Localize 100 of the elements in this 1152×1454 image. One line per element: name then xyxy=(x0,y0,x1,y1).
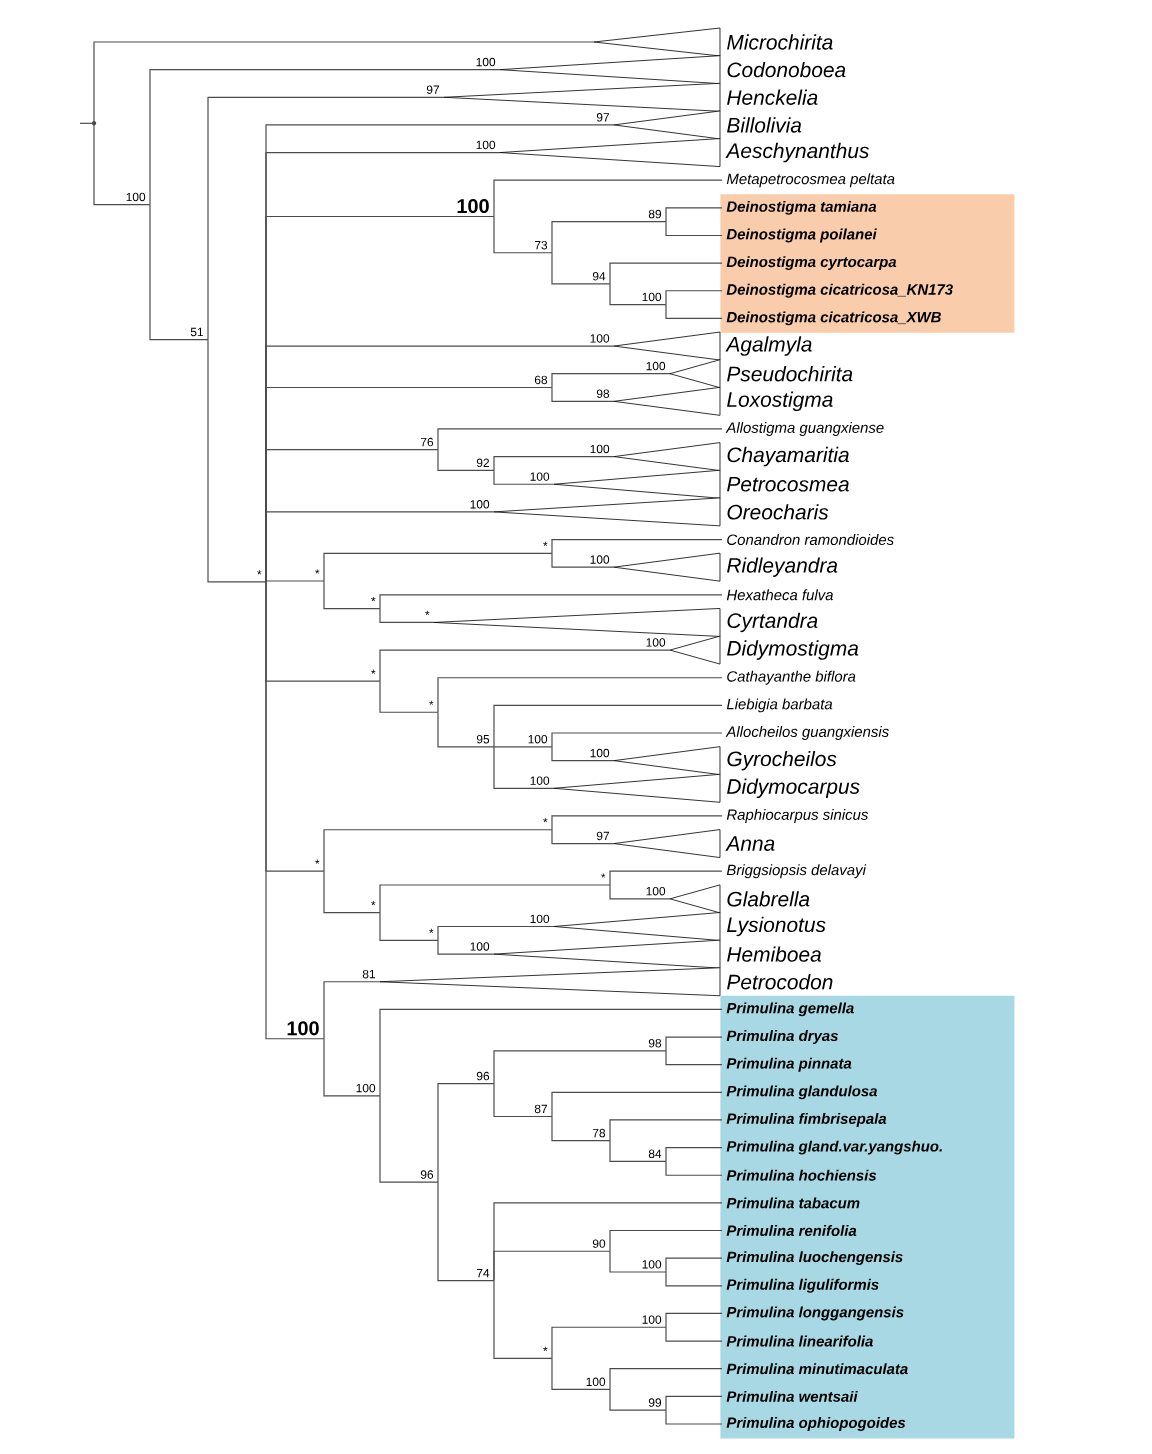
collapsed-clade: Petrocosmea xyxy=(553,469,849,499)
branch xyxy=(379,680,439,713)
highlight-band xyxy=(720,194,1015,333)
branch xyxy=(79,122,95,124)
branch xyxy=(665,304,723,319)
branch xyxy=(551,1091,723,1118)
branch xyxy=(437,1083,495,1183)
branch xyxy=(493,704,723,748)
branch xyxy=(665,1312,723,1328)
branch xyxy=(665,221,723,237)
branch xyxy=(665,1050,723,1066)
branch xyxy=(493,456,615,472)
branch xyxy=(265,511,495,583)
branch xyxy=(493,1083,553,1118)
collapsed-clade: Pseudochirita xyxy=(669,359,853,389)
collapsed-clade: Hemiboea xyxy=(493,939,821,969)
branch xyxy=(379,912,439,941)
branch xyxy=(551,1115,611,1142)
root-point xyxy=(91,121,97,126)
branch xyxy=(265,580,325,583)
branch xyxy=(665,1326,723,1342)
branch xyxy=(665,1257,723,1273)
branch xyxy=(493,1250,611,1282)
branch xyxy=(323,870,381,914)
collapsed-clade: Agalmyla xyxy=(613,331,812,361)
branch xyxy=(609,1388,667,1411)
branch xyxy=(437,677,723,713)
branch xyxy=(379,1095,439,1183)
collapsed-clade: Henckelia xyxy=(443,82,818,112)
branch xyxy=(609,283,667,306)
branch xyxy=(609,262,723,285)
branch xyxy=(437,449,495,472)
branch xyxy=(437,925,555,941)
branch xyxy=(665,1271,723,1287)
branch xyxy=(379,608,435,624)
branch xyxy=(493,215,553,254)
branch xyxy=(265,581,325,1040)
branch xyxy=(493,1050,667,1085)
collapsed-clade: Loxostigma xyxy=(613,386,833,416)
collapsed-clade: Glabrella xyxy=(669,884,810,914)
branch xyxy=(323,580,381,610)
branch xyxy=(149,204,209,341)
branch xyxy=(551,386,615,402)
collapsed-clade: Petrocodon xyxy=(379,967,833,997)
branch xyxy=(665,1395,723,1411)
collapsed-clade: Lysionotus xyxy=(553,912,826,941)
branch xyxy=(609,1229,723,1252)
branch xyxy=(379,884,611,914)
branch xyxy=(379,1008,723,1097)
branch xyxy=(437,711,495,748)
collapsed-clade: Didymostigma xyxy=(669,635,859,665)
collapsed-clade: Oreocharis xyxy=(493,497,829,527)
branch xyxy=(609,1368,723,1391)
branch xyxy=(437,1181,495,1282)
branch xyxy=(609,1119,723,1142)
branch xyxy=(149,69,501,206)
branch xyxy=(551,829,615,845)
branch xyxy=(493,179,723,218)
collapsed-clade: Billolivia xyxy=(613,110,802,140)
branch xyxy=(323,981,381,1040)
branch xyxy=(551,552,615,568)
collapsed-clade: Gyrocheilos xyxy=(613,746,837,776)
branch xyxy=(551,1357,611,1391)
branch xyxy=(609,1140,667,1162)
branch xyxy=(493,746,553,748)
branch xyxy=(379,649,671,682)
branch xyxy=(323,829,553,872)
branch xyxy=(551,221,667,254)
branch xyxy=(551,746,615,762)
branch xyxy=(665,1409,723,1425)
branch xyxy=(493,1280,553,1359)
branch xyxy=(93,122,151,206)
support-value: 100 xyxy=(457,199,489,214)
collapsed-clade: Aeschynanthus xyxy=(499,138,869,167)
branch xyxy=(493,746,555,789)
branch xyxy=(551,1326,667,1359)
branch xyxy=(609,1250,667,1273)
branch xyxy=(493,469,555,485)
collapsed-clade: Microchirita xyxy=(593,27,833,57)
branch xyxy=(665,1147,723,1162)
branch xyxy=(665,207,723,223)
node-label: Microchirita xyxy=(727,34,833,50)
collapsed-clade: Codonoboea xyxy=(499,55,846,85)
collapsed-clade: Anna xyxy=(613,829,775,858)
branch xyxy=(323,552,553,582)
branch xyxy=(207,96,445,341)
collapsed-clade: Chayamaritia xyxy=(613,442,849,471)
branch xyxy=(551,252,611,285)
support-value: 100 xyxy=(287,1021,319,1036)
branch xyxy=(665,1160,723,1176)
branch xyxy=(323,1038,381,1097)
branch xyxy=(437,939,495,955)
branch xyxy=(609,884,671,900)
collapsed-clade: Ridleyandra xyxy=(613,552,838,582)
collapsed-clade: Didymocarpus xyxy=(553,773,860,803)
branch xyxy=(665,290,723,306)
branch xyxy=(207,338,267,583)
branch xyxy=(551,732,723,748)
collapsed-clade: Cyrtandra xyxy=(433,608,818,637)
branch xyxy=(665,1036,723,1052)
